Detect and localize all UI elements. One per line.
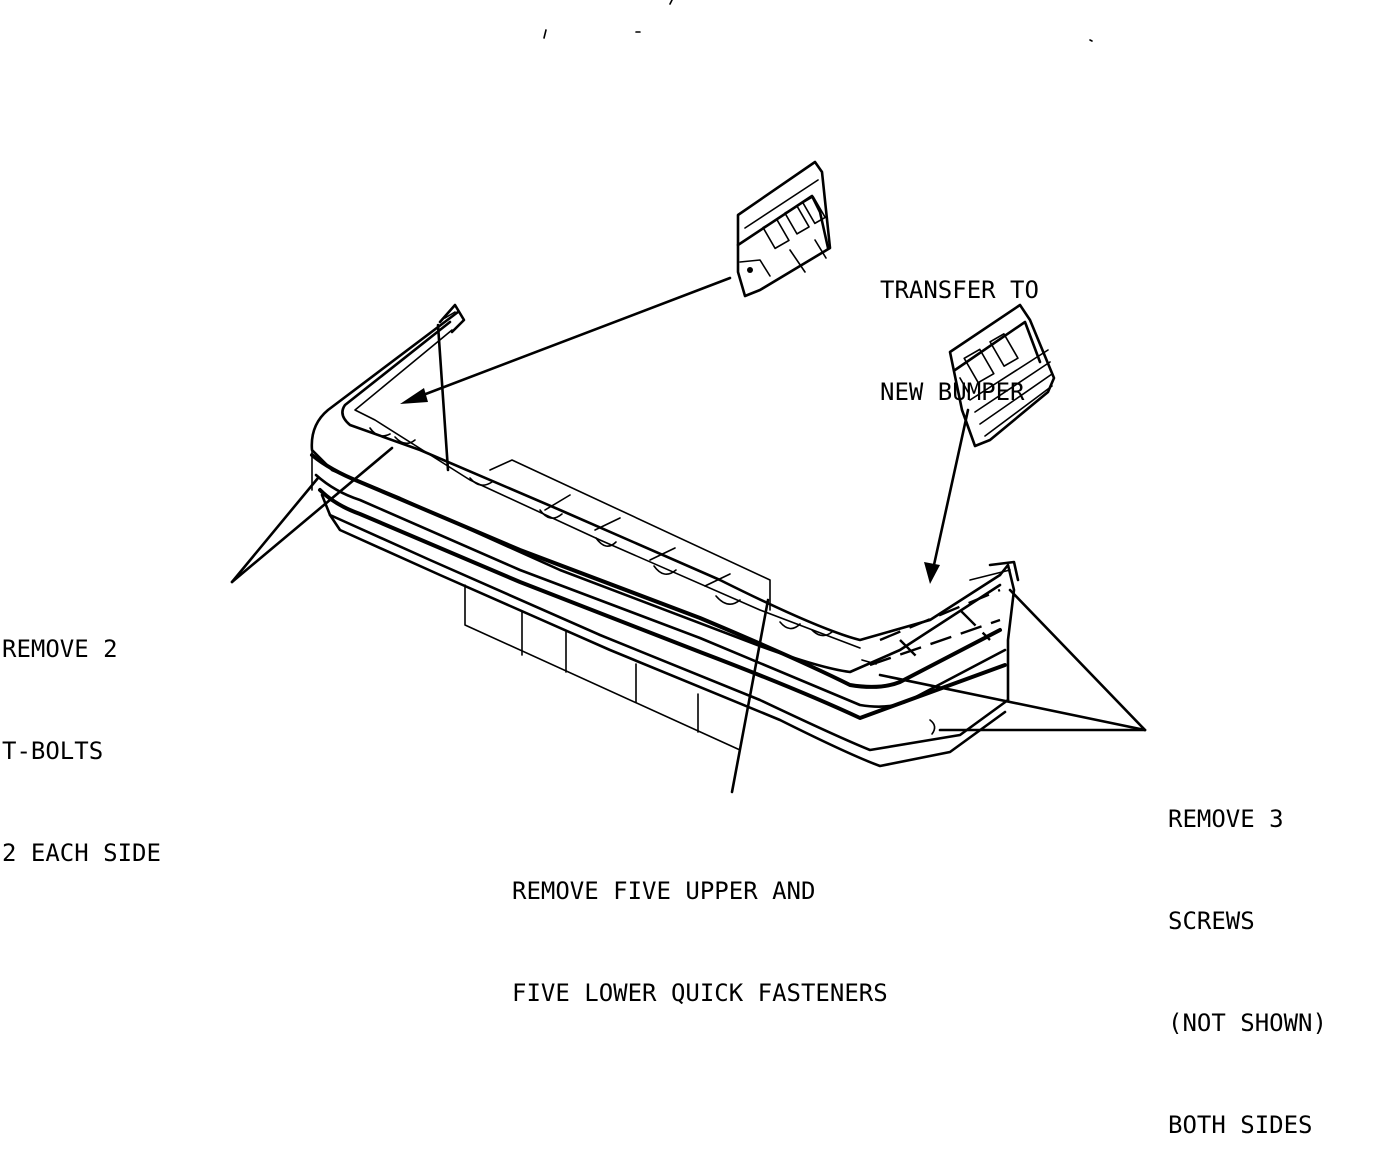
label-line: REMOVE 3: [1168, 805, 1284, 833]
remove-quick-fasteners-label: REMOVE FIVE UPPER AND FIVE LOWER QUICK F…: [512, 806, 888, 1044]
label-line: FIVE LOWER QUICK FASTENERS: [512, 979, 888, 1007]
leader-lines: [230, 0, 1147, 794]
label-line: (NOT SHOWN): [1168, 1009, 1327, 1037]
reinforcement-panel: [464, 459, 771, 751]
label-line: TRANSFER TO: [880, 276, 1039, 304]
transfer-to-new-bumper-label: TRANSFER TO NEW BUMPER: [880, 205, 1039, 443]
left-bracket: [736, 160, 832, 298]
label-line: REMOVE 2: [2, 635, 118, 663]
label-line: NEW BUMPER: [880, 378, 1025, 406]
bumper-cover: [310, 303, 1020, 768]
remove-t-bolts-label: REMOVE 2 T-BOLTS 2 EACH SIDE: [2, 564, 161, 904]
label-line: REMOVE FIVE UPPER AND: [512, 877, 816, 905]
label-line: T-BOLTS: [2, 737, 104, 765]
remove-screws-label: REMOVE 3 SCREWS (NOT SHOWN) BOTH SIDES: [1168, 734, 1327, 1176]
label-line: SCREWS: [1168, 907, 1255, 935]
bumper-diagram: [230, 0, 1147, 794]
label-line: BOTH SIDES: [1168, 1111, 1313, 1139]
label-line: 2 EACH SIDE: [2, 839, 161, 867]
